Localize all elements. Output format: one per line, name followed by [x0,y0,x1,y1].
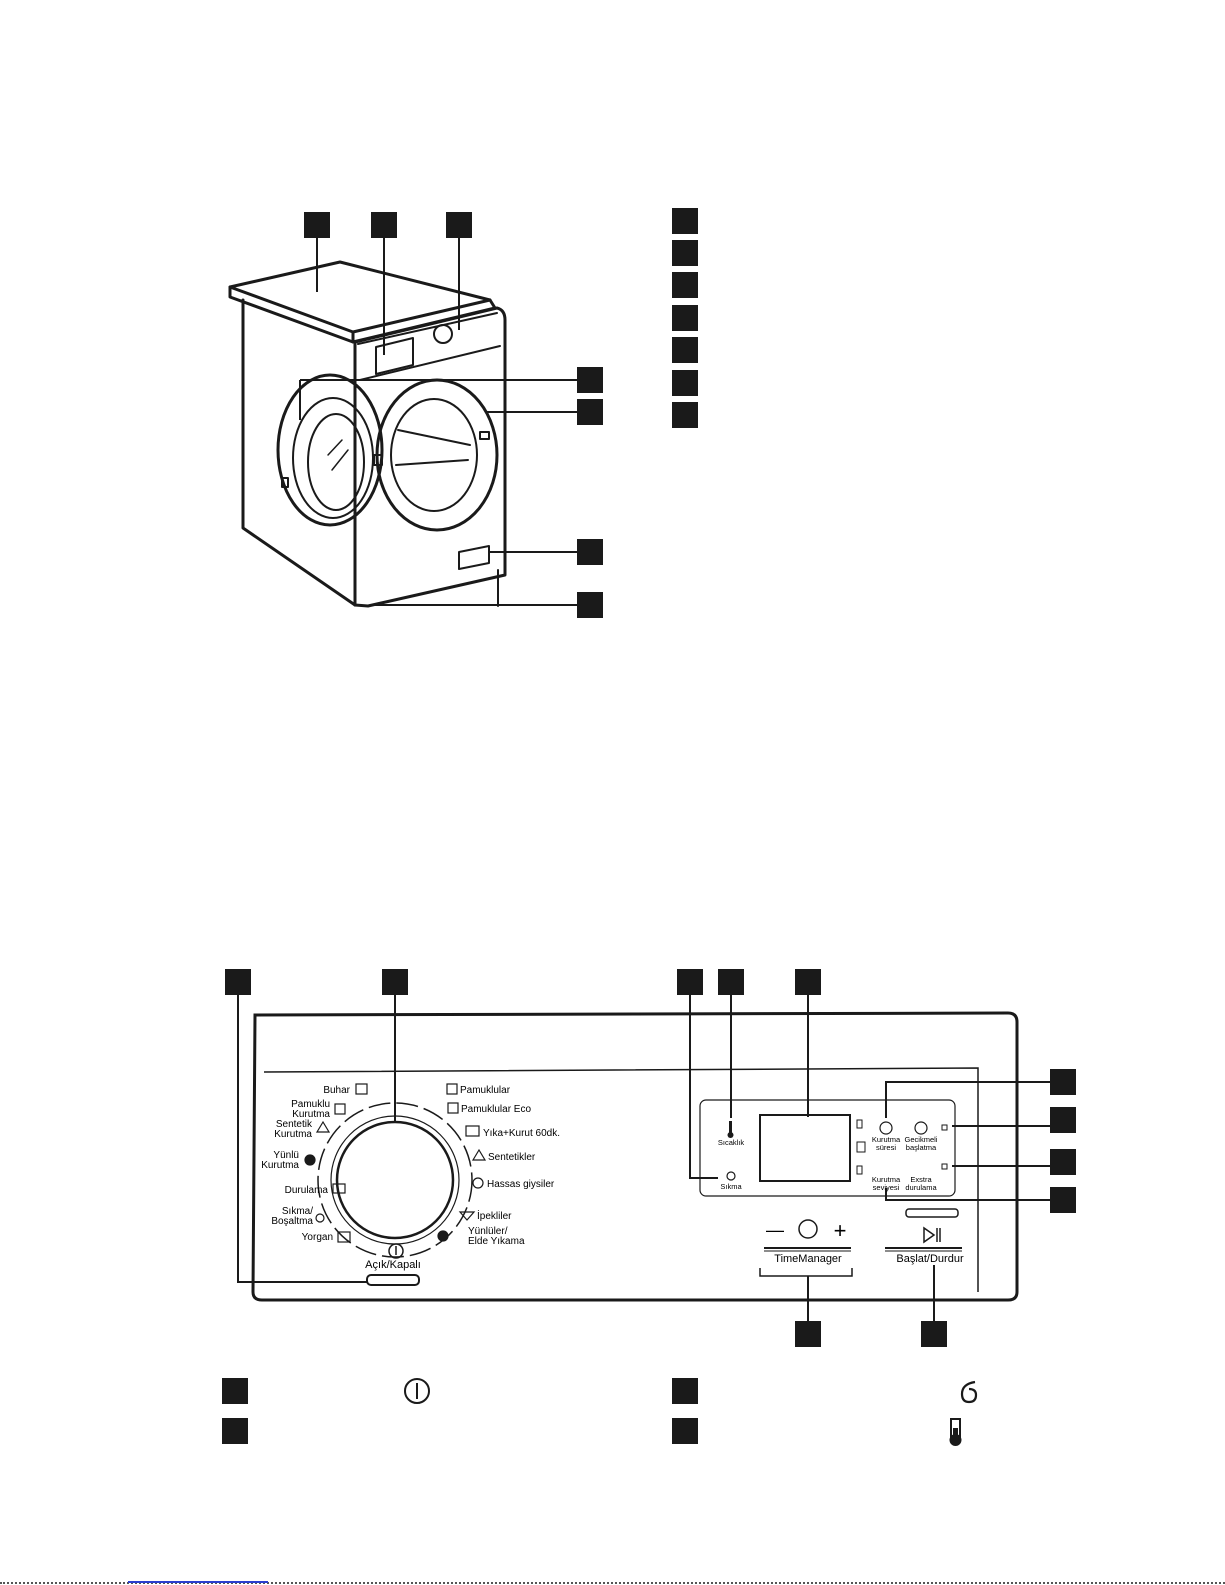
delicates-icon [472,1177,484,1189]
wash-dry-icon [465,1125,480,1137]
spin-drain-icon [315,1213,325,1223]
timemanager-label: TimeManager [774,1253,842,1265]
legend-markers-top [672,208,698,428]
display-labels: Sıcaklık Sıkma Kurutma süresi Gecikmeli … [718,1135,938,1192]
legend-marker-3 [672,1378,698,1404]
program-yorgan: Yorgan [302,1232,333,1243]
cotton-icon [446,1083,458,1095]
wool-dry-icon [304,1154,316,1166]
program-pamuklular: Pamuklular [460,1085,511,1096]
legend-bottom [222,1378,978,1446]
onoff-label: Açık/Kapalı [365,1259,421,1271]
program-sikma-bosaltma-1: Sıkma/ [282,1206,313,1217]
control-panel-illustration [251,1011,1019,1302]
timemanager-minus: — [766,1220,784,1240]
program-sentetikler: Sentetikler [488,1152,536,1163]
cotton-dry-icon [334,1103,346,1115]
program-yunlu-kurutma-2: Kurutma [261,1160,299,1171]
footer-link-underline[interactable] [128,1581,268,1583]
power-icon [404,1378,430,1404]
program-ipekliler: İpekliler [477,1209,512,1222]
rinse-icon [332,1183,346,1194]
button-labels: Açık/Kapalı TimeManager Başlat/Durdur — … [365,1218,964,1271]
program-yunluler-1: Yünlüler/ [468,1226,508,1237]
washing-machine-illustration [228,260,507,608]
thermometer-icon [949,1418,962,1446]
silk-icon [458,1211,476,1221]
program-pamuklu-kurutma-2: Kurutma [292,1109,330,1120]
duvet-icon [337,1231,351,1243]
page-footer-rule [0,1582,1225,1584]
timemanager-plus: + [834,1218,847,1243]
legend-marker-2 [222,1418,248,1444]
spin-icon [960,1380,978,1404]
program-sentetik-kurutma-1: Sentetik [276,1119,313,1130]
spin-label: Sıkma [720,1182,742,1191]
legend-marker-1 [222,1378,248,1404]
program-pamuklu-kurutma-1: Pamuklu [291,1099,330,1110]
program-icons [304,1083,487,1243]
wool-handwash-icon [437,1230,449,1242]
delay-start-label-1: Gecikmeli [905,1135,938,1144]
delay-start-label-2: başlatma [906,1143,937,1152]
callout-markers-top [304,212,603,618]
program-sikma-bosaltma-2: Boşaltma [271,1216,313,1227]
steam-icon [355,1083,368,1095]
program-yunlu-kurutma-1: Yünlü [273,1150,299,1161]
program-labels-left: Buhar Pamuklu Kurutma Sentetik Kurutma Y… [261,1085,350,1243]
program-labels-right: Pamuklular Pamuklular Eco Yıka+Kurut 60d… [460,1085,560,1247]
dry-time-label-2: süresi [876,1143,896,1152]
synthetic-dry-icon [315,1120,331,1133]
dry-level-label-1: Kurutma [872,1175,901,1184]
start-pause-label: Başlat/Durdur [896,1253,964,1265]
program-durulama: Durulama [285,1185,329,1196]
program-yunluler-2: Elde Yıkama [468,1236,525,1247]
synthetics-icon [471,1148,487,1161]
temperature-label: Sıcaklık [718,1138,745,1147]
program-yika-kurut: Yıka+Kurut 60dk. [483,1128,560,1139]
extra-rinse-label-2: durulama [905,1183,937,1192]
program-pamuklular-eco: Pamuklular Eco [461,1104,531,1115]
program-buhar: Buhar [323,1085,350,1096]
cotton-eco-icon [447,1102,459,1114]
extra-rinse-label-1: Exstra [910,1175,932,1184]
program-sentetik-kurutma-2: Kurutma [274,1129,312,1140]
program-hassas-giysiler: Hassas giysiler [487,1179,555,1190]
callout-lines-bottom [237,995,1050,1321]
dry-level-label-2: seviyesi [873,1183,900,1192]
dry-time-label-1: Kurutma [872,1135,901,1144]
legend-marker-4 [672,1418,698,1444]
callout-lines-top [299,237,577,606]
callout-markers-bottom [225,969,1076,1347]
